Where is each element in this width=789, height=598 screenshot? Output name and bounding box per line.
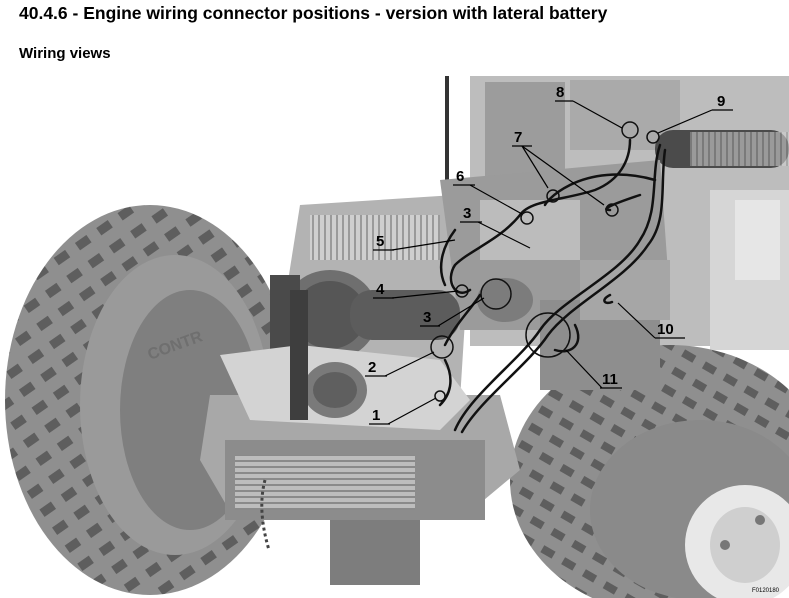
- callout-10: 10: [657, 321, 674, 338]
- callout-3-upper: 3: [463, 205, 471, 222]
- leader-lines: [365, 100, 733, 425]
- callout-4: 4: [376, 281, 385, 298]
- callout-7: 7: [514, 129, 522, 146]
- connectors: [430, 121, 660, 402]
- callout-8: 8: [556, 84, 564, 101]
- callout-6: 6: [456, 168, 464, 185]
- page-title: 40.4.6 - Engine wiring connector positio…: [19, 3, 608, 23]
- callout-3-lower: 3: [423, 309, 431, 326]
- callout-9: 9: [717, 93, 725, 110]
- right-tyre: [510, 345, 789, 598]
- intake-pipe: [655, 130, 789, 168]
- front-housing: [220, 290, 470, 430]
- callout-2: 2: [368, 359, 376, 376]
- figure-code: F0120180: [752, 588, 780, 594]
- callout-labels: 8 9 7 6 3 5 4 3 2 1 10 11: [368, 84, 725, 424]
- callout-1: 1: [372, 407, 380, 424]
- callout-11: 11: [602, 371, 618, 388]
- section-title: Wiring views: [19, 45, 111, 62]
- callout-5: 5: [376, 233, 384, 250]
